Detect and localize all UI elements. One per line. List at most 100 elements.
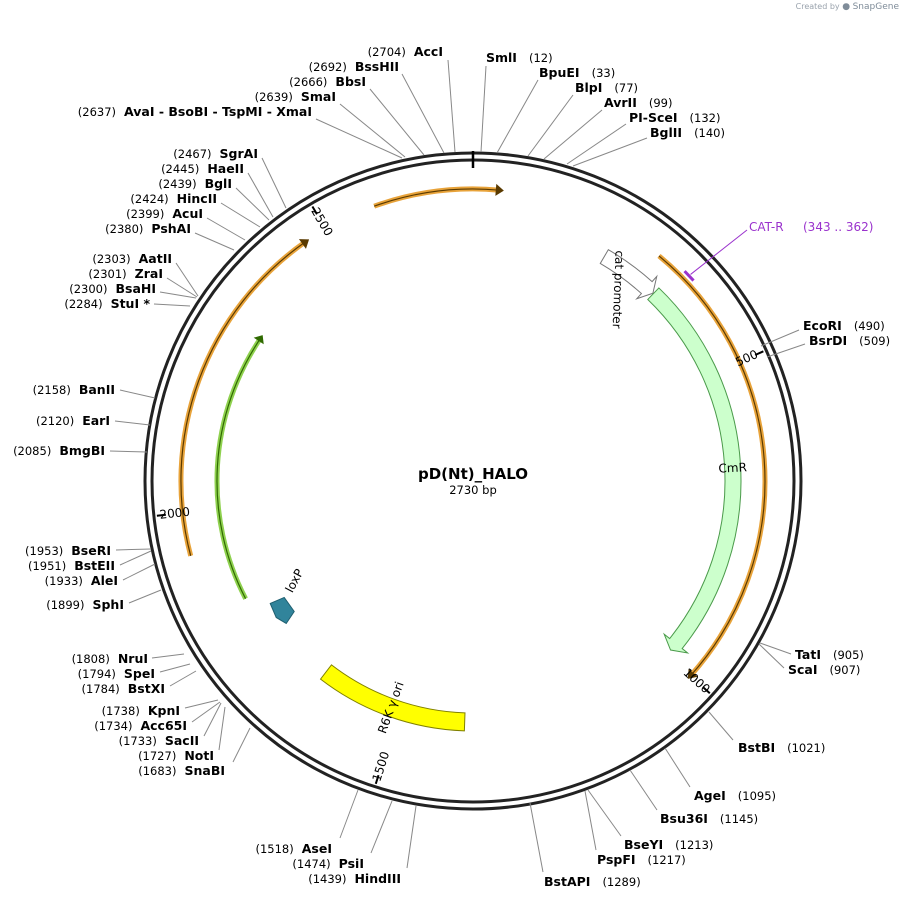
restriction-site[interactable]: SnaBI(1683) xyxy=(138,727,251,778)
site-name: PspFI xyxy=(597,852,636,867)
site-position: (1217) xyxy=(648,853,686,867)
restriction-site[interactable]: BssHII (2692) xyxy=(309,59,445,154)
site-name: HindIII xyxy=(354,871,401,886)
site-position: (140) xyxy=(694,126,725,140)
restriction-site[interactable]: BbsI(2666) xyxy=(289,74,425,156)
restriction-site[interactable]: SgrAI(2467) xyxy=(173,146,287,209)
restriction-site[interactable]: NotI(1727) xyxy=(138,706,226,763)
site-name: BstXI xyxy=(128,681,165,696)
restriction-site[interactable]: AseI(1518) xyxy=(256,789,359,856)
restriction-site[interactable]: BglI(2439) xyxy=(158,176,270,221)
restriction-site[interactable]: SmaI(2639) xyxy=(255,89,406,158)
site-name: NotI xyxy=(184,748,214,763)
site-name: BssHII xyxy=(355,59,399,74)
restriction-site[interactable]: HincII(2424) xyxy=(130,191,261,228)
site-leader-line xyxy=(169,670,197,687)
restriction-site[interactable]: ZraI(2301) xyxy=(88,266,198,298)
restriction-site[interactable]: Acc65I(1734) xyxy=(94,701,221,733)
site-name: BlpI xyxy=(575,80,602,95)
site-leader-line xyxy=(496,79,539,154)
restriction-site[interactable]: AleI(1933) xyxy=(45,563,156,588)
restriction-site[interactable]: PI-SceI(132) xyxy=(566,110,721,165)
site-leader-line xyxy=(218,706,226,751)
restriction-site[interactable]: BsrDI(509) xyxy=(766,333,890,358)
feature-cds[interactable]: CmR xyxy=(647,287,747,654)
tick-label: 2000 xyxy=(159,505,191,522)
site-position: (2692) xyxy=(309,60,347,74)
site-name: ScaI xyxy=(788,662,818,677)
restriction-site[interactable]: BseYI(1213) xyxy=(587,789,713,852)
site-position: (2704) xyxy=(368,45,406,59)
primer-name: CAT-R xyxy=(749,220,784,234)
restriction-site[interactable]: BstEII(1951) xyxy=(28,550,152,573)
restriction-site[interactable]: BpuEI(33) xyxy=(496,65,616,154)
feature-site[interactable]: loxP xyxy=(269,567,306,625)
site-leader-line xyxy=(401,73,445,154)
restriction-site[interactable]: StuI *(2284) xyxy=(64,296,191,311)
restriction-site[interactable]: AatII(2303) xyxy=(92,251,199,297)
site-leader-line xyxy=(566,123,627,165)
restriction-site[interactable]: BanII(2158) xyxy=(33,382,156,399)
site-name: Bsu36I xyxy=(660,811,708,826)
site-leader-line xyxy=(115,548,152,551)
restriction-site[interactable]: BstXI(1784) xyxy=(82,670,197,696)
tick-mark xyxy=(311,206,318,215)
site-position: (132) xyxy=(690,111,721,125)
restriction-site[interactable]: SpeI(1794) xyxy=(78,663,191,681)
site-name: PsiI xyxy=(339,856,364,871)
site-position: (2303) xyxy=(92,252,130,266)
restriction-site[interactable]: BseRI(1953) xyxy=(25,543,152,558)
direction-arc-arrowhead xyxy=(253,335,264,345)
restriction-site[interactable]: HindIII(1439) xyxy=(308,805,417,886)
site-leader-line xyxy=(109,450,148,453)
site-name: HaeII xyxy=(207,161,244,176)
site-name: BstBI xyxy=(738,740,775,755)
site-position: (2467) xyxy=(173,147,211,161)
restriction-site[interactable]: PsiI(1474) xyxy=(292,800,393,871)
site-name: BstAPI xyxy=(544,874,590,889)
feature-ori[interactable]: R6K γ ori xyxy=(319,664,466,736)
restriction-site[interactable]: PspFI (1217) xyxy=(584,790,686,867)
restriction-site[interactable]: ScaI(907) xyxy=(758,643,860,677)
restriction-site[interactable]: EarI(2120) xyxy=(36,413,151,428)
restriction-site[interactable]: PshAI(2380) xyxy=(105,221,235,251)
site-leader-line xyxy=(191,701,221,723)
restriction-site[interactable]: AvrII(99) xyxy=(543,95,672,160)
tick-mark xyxy=(156,513,166,517)
site-position: (1733) xyxy=(119,734,157,748)
restriction-site[interactable]: AgeI(1095) xyxy=(664,747,776,803)
restriction-site[interactable]: BglII(140) xyxy=(572,125,725,167)
site-leader-line xyxy=(584,790,597,851)
restriction-site[interactable]: NruI(1808) xyxy=(72,651,185,666)
site-name: SnaBI xyxy=(184,763,225,778)
restriction-site[interactable]: SacII(1733) xyxy=(119,702,222,748)
site-name: BseRI xyxy=(71,543,111,558)
restriction-site[interactable]: AvaI - BsoBI - TspMI - XmaI(2637) xyxy=(78,104,403,159)
direction-arc-core xyxy=(658,255,766,677)
site-leader-line xyxy=(629,769,658,811)
restriction-site[interactable]: SphI(1899) xyxy=(46,589,162,612)
primer-mark[interactable] xyxy=(683,270,695,282)
restriction-site[interactable]: SmlI(12) xyxy=(480,50,553,153)
restriction-site[interactable]: TatI(905) xyxy=(759,642,864,662)
restriction-site[interactable]: BmgBI(2085) xyxy=(13,443,148,458)
restriction-site[interactable]: EcoRI(490) xyxy=(760,318,885,347)
feature-promoter[interactable]: cat promoter xyxy=(599,248,658,329)
restriction-site[interactable]: Bsu36I (1145) xyxy=(629,769,758,826)
site-leader-line xyxy=(447,59,456,153)
restriction-site[interactable]: KpnI(1738) xyxy=(102,699,219,718)
site-position: (33) xyxy=(592,66,616,80)
restriction-site[interactable]: AccI(2704) xyxy=(368,44,456,153)
restriction-site[interactable]: BstAPI(1289) xyxy=(529,802,641,889)
site-leader-line xyxy=(247,172,274,218)
site-position: (1145) xyxy=(720,812,758,826)
restriction-site[interactable]: BlpI(77) xyxy=(527,80,638,157)
restriction-site[interactable]: AcuI(2399) xyxy=(126,206,246,241)
restriction-site[interactable]: HaeII(2445) xyxy=(161,161,274,218)
restriction-site[interactable]: BstBI(1021) xyxy=(708,711,825,755)
site-leader-line xyxy=(122,563,156,581)
site-position: (2439) xyxy=(158,177,196,191)
site-position: (1734) xyxy=(94,719,132,733)
restriction-site[interactable]: BsaHI(2300) xyxy=(69,281,197,299)
